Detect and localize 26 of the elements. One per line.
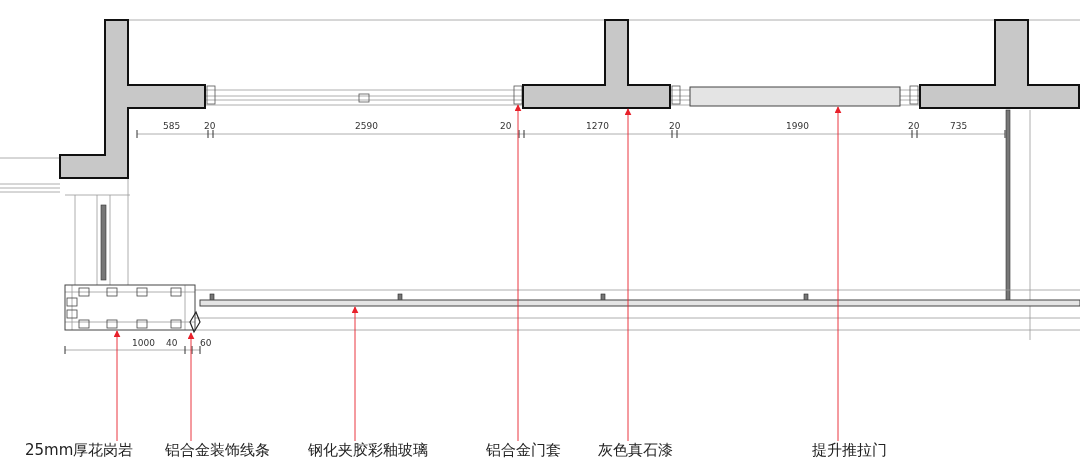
dimension-text: 60 [200, 338, 212, 348]
dimension-text: 40 [166, 338, 178, 348]
door-frame [513, 85, 523, 105]
dimension-text: 20 [908, 121, 920, 131]
dimension-text: 20 [204, 121, 216, 131]
dimension-text: 1000 [132, 338, 155, 348]
callout-label: 灰色真石漆 [598, 441, 673, 459]
callout-label: 25mm厚花岗岩 [25, 441, 134, 459]
dimension-text: 20 [500, 121, 512, 131]
glass-panel [199, 299, 1080, 307]
trim-profile [189, 310, 201, 334]
callout-label: 钢化夹胶彩釉玻璃 [308, 441, 428, 459]
dimension-text: 585 [163, 121, 181, 131]
wall [919, 19, 1080, 109]
wall [59, 19, 206, 179]
sliding-door [689, 86, 901, 107]
callout-label: 铝合金门套 [486, 441, 561, 459]
wall [522, 19, 671, 109]
dimension-text: 2590 [355, 121, 378, 131]
dimension-text: 1990 [786, 121, 809, 131]
dimension-text: 1270 [586, 121, 609, 131]
granite-block [64, 284, 196, 331]
dimension-text: 735 [950, 121, 968, 131]
callout-label: 提升推拉门 [812, 441, 887, 459]
dimension-text: 20 [669, 121, 681, 131]
callout-label: 铝合金装饰线条 [165, 441, 270, 459]
